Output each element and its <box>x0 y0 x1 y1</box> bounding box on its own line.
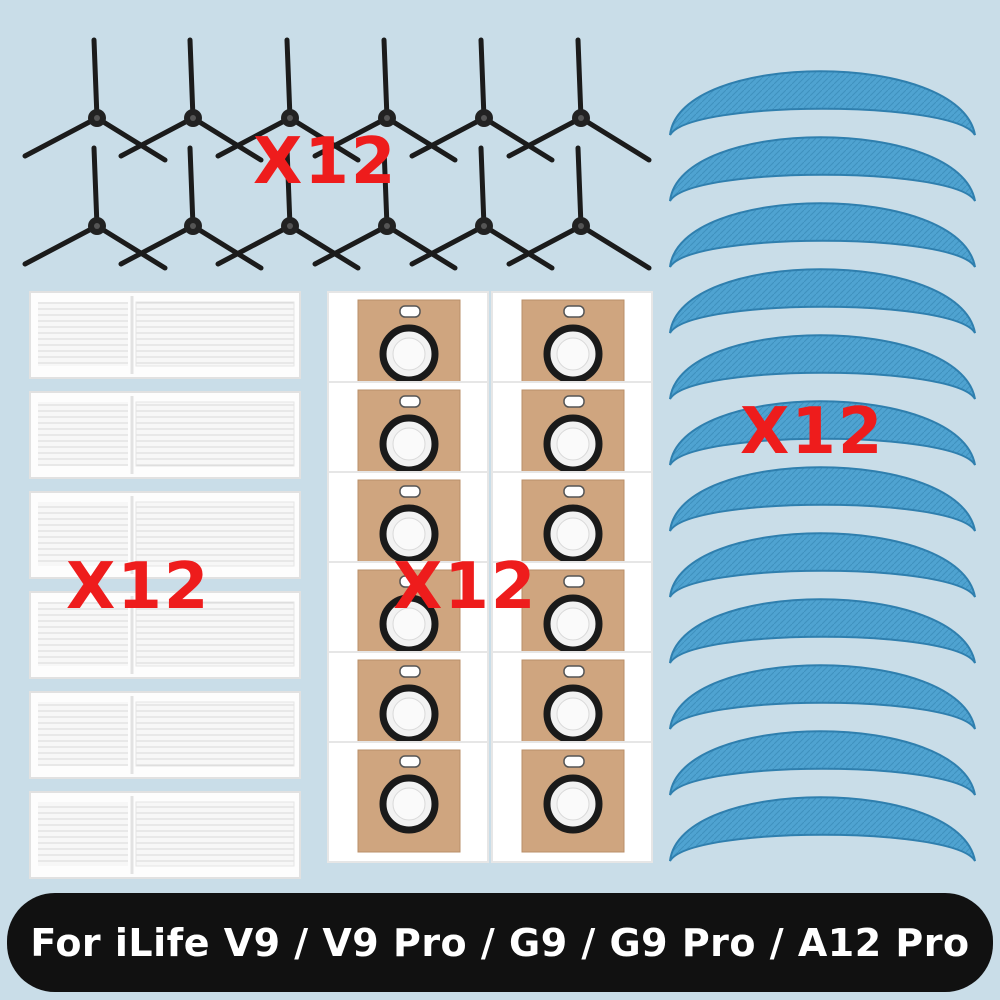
hepa-filter-icon <box>29 691 301 779</box>
mop-pad-icon <box>669 664 976 730</box>
mop-pad-icon <box>669 70 976 136</box>
hepa-filter-icon <box>29 591 301 679</box>
side-brush-icon <box>22 37 168 163</box>
side-brush-icon <box>118 145 264 271</box>
side-brush-icon <box>409 37 555 163</box>
mop-pad-icon <box>669 598 976 664</box>
compatibility-text: For iLife V9 / V9 Pro / G9 / G9 Pro / A1… <box>30 920 970 965</box>
side-brush-icon <box>312 145 458 271</box>
mop-pad-icon <box>669 532 976 598</box>
mop-pad-icon <box>669 202 976 268</box>
dust-bag-icon <box>491 741 653 863</box>
mop-pad-icon <box>669 400 976 466</box>
mop-pad-icon <box>669 796 976 862</box>
side-brush-icon <box>215 37 361 163</box>
hepa-filter-icon <box>29 291 301 379</box>
hepa-filter-icon <box>29 391 301 479</box>
side-brush-icon <box>312 37 458 163</box>
dust-bags-group <box>327 291 653 863</box>
hepa-filter-icon <box>29 791 301 879</box>
filters-quantity: X12 <box>66 550 211 624</box>
side-brush-icon <box>409 145 555 271</box>
mop-pad-icon <box>669 268 976 334</box>
mop-pads-quantity: X12 <box>740 395 885 469</box>
side-brushes-group <box>22 37 652 271</box>
mop-pad-icon <box>669 136 976 202</box>
dust-bag-icon <box>327 741 489 863</box>
side-brush-icon <box>506 37 652 163</box>
side-brush-icon <box>22 145 168 271</box>
mop-pad-icon <box>669 730 976 796</box>
mop-pads-group <box>669 70 976 862</box>
side-brush-icon <box>215 145 361 271</box>
filters-group <box>29 291 301 879</box>
mop-pad-icon <box>669 466 976 532</box>
hepa-filter-icon <box>29 491 301 579</box>
side-brushes-quantity: X12 <box>253 125 398 199</box>
side-brush-icon <box>118 37 264 163</box>
compatibility-banner: For iLife V9 / V9 Pro / G9 / G9 Pro / A1… <box>7 893 993 992</box>
mop-pad-icon <box>669 334 976 400</box>
dust-bags-quantity: X12 <box>393 550 538 624</box>
side-brush-icon <box>506 145 652 271</box>
